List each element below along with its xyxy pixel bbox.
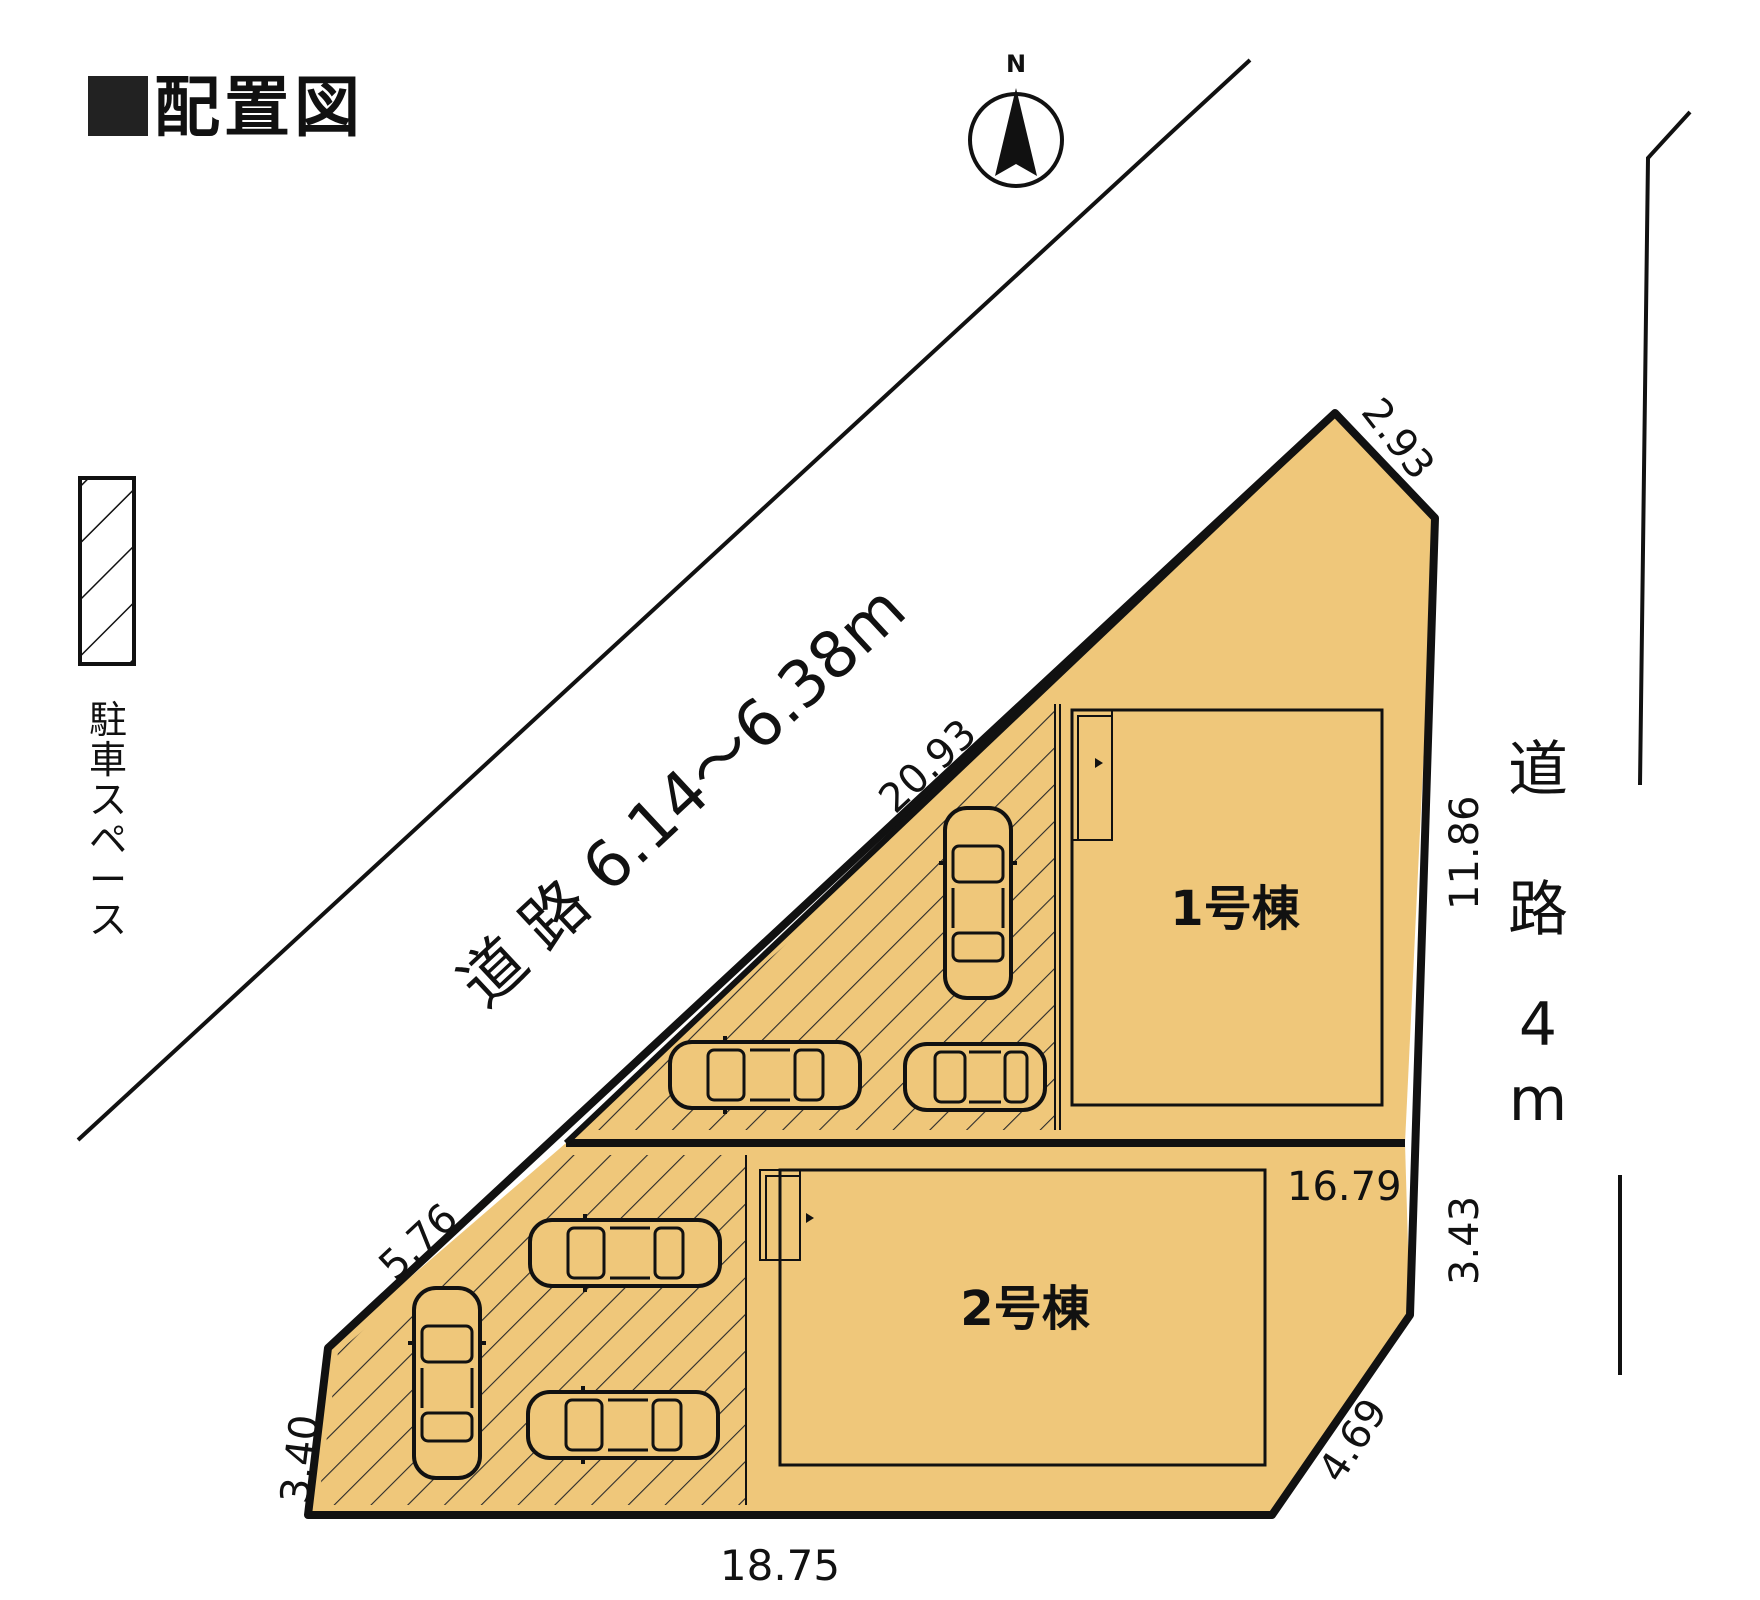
north-lot-line (563, 410, 1338, 1146)
page-title: 配置図 (88, 54, 364, 150)
dim-bottom: 18.75 (720, 1541, 840, 1590)
legend-label-char: 車 (88, 738, 127, 782)
east-road-edge-upper (1638, 110, 1692, 786)
dim-east-upper: 11.86 (1442, 795, 1488, 910)
car-icon (528, 1212, 722, 1294)
east-road-label: 道 路 4 m (1508, 735, 1568, 1135)
dim-east-lower: 3.43 (1442, 1196, 1488, 1285)
east-road-char: m (1509, 1065, 1567, 1135)
site-boundary (304, 409, 1439, 1519)
house-1: 1号棟 (1054, 704, 1384, 1130)
car-icon (903, 1042, 1047, 1112)
compass-label: N (1006, 50, 1026, 78)
east-road-char: 道 (1508, 735, 1568, 805)
house-2: 2号棟 (745, 1155, 1267, 1505)
car-icon (526, 1384, 720, 1466)
north-compass-icon: N (968, 50, 1064, 188)
car-icon (937, 806, 1019, 1000)
legend-label-char: ス (88, 898, 127, 942)
title-square-icon (88, 76, 148, 136)
house-1-label: 1号棟 (1170, 881, 1300, 937)
house-2-label: 2号棟 (960, 1281, 1090, 1337)
north-road-edge (76, 58, 1252, 1142)
parking-area-1 (578, 704, 1055, 1130)
legend-label-char: ス (88, 778, 127, 822)
legend-parking-swatch (78, 476, 136, 666)
dim-west: 3.40 (272, 1412, 329, 1506)
east-road-char: 路 (1508, 875, 1568, 945)
legend-label: 駐車スペース (78, 700, 138, 940)
car-icon (668, 1034, 862, 1116)
east-road-char: 4 (1519, 990, 1557, 1060)
dim-divider: 16.79 (1287, 1164, 1402, 1210)
car-icon (406, 1286, 488, 1480)
legend-label-char: ペ (88, 818, 127, 862)
title-text: 配置図 (154, 69, 364, 146)
legend-label-char: ー (88, 858, 127, 902)
legend-label-char: 駐 (88, 698, 127, 742)
